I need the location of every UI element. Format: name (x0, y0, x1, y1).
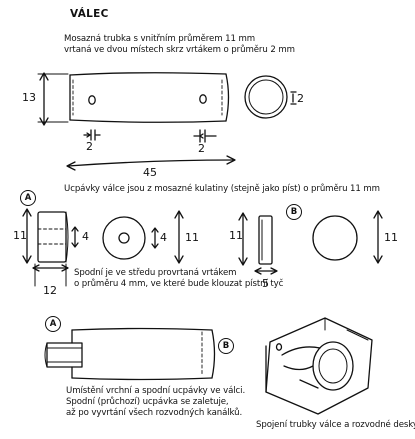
dim-hole-left-label: 2 (86, 140, 93, 153)
hole-left (88, 95, 96, 105)
plugs-description: Ucpávky válce jsou z mosazné kulatiny (s… (64, 184, 380, 194)
plug-a-side-view (37, 211, 69, 263)
dim-tube-length (66, 155, 236, 171)
tube-description-line-2: vrtaná ve dvou místech skrz vrtákem o pr… (64, 45, 295, 55)
dim-plug-a-height-label: 11 (13, 229, 27, 242)
dim-plug-a-outer-label: 11 (185, 231, 199, 244)
dim-plug-a-height (22, 208, 32, 264)
assembly-note-line-1: Umístění vrchní a spodní ucpávky ve válc… (66, 386, 246, 396)
dim-plug-b-width (254, 267, 278, 275)
tube-description-line-1: Mosazná trubka s vnitřním průměrem 11 mm (64, 34, 256, 44)
dim-plug-a-face (151, 227, 159, 249)
dim-plug-a-outer (174, 210, 184, 264)
dim-plug-b-outer-label: 11 (384, 231, 398, 244)
plug-b-front-view (312, 215, 358, 261)
dim-plug-b-height (238, 212, 248, 266)
dim-tube-length-label: 45 (143, 166, 157, 179)
dim-plug-a-face-label: 4 (160, 231, 167, 244)
marker-a-icon: A (20, 190, 36, 206)
dim-plug-b-height-label: 11 (229, 229, 243, 242)
dim-plug-a-length (32, 263, 69, 287)
tube-end-view (244, 75, 297, 119)
assembly-marker-b-icon: B (218, 338, 234, 354)
assembly-marker-a-icon: A (45, 316, 61, 332)
dim-plug-a-bore (71, 226, 79, 248)
dim-plug-b-width-label: 5 (262, 277, 269, 290)
joint-caption: Spojení trubky válce a rozvodné desky. (256, 420, 415, 430)
assembly-view (44, 327, 216, 381)
plug-b-side-view (258, 215, 273, 265)
assembly-note-line-3: až po vyvrtání všech rozvodných kanálků. (66, 408, 243, 418)
marker-b-icon: B (286, 204, 302, 220)
dim-tube-height (37, 72, 69, 126)
dim-tube-height-label: 13 (22, 91, 36, 104)
tube-side-view (69, 72, 230, 123)
dim-plug-b-outer (373, 210, 383, 264)
dim-hole-right (193, 129, 217, 143)
joint-3d-view (265, 317, 373, 415)
dim-plug-a-length-label: 12 (43, 284, 57, 297)
dim-wall-label: 2 (297, 92, 304, 105)
bottom-plug-note-line-1: Spodní je ve středu provrtaná vrtákem (74, 268, 237, 278)
dim-hole-left (83, 129, 101, 141)
assembly-note-line-2: Spodní (průchozí) ucpávka se zaletuje, (66, 397, 229, 407)
bottom-plug-note-line-2: o průměru 4 mm, ve které bude klouzat pí… (74, 279, 284, 289)
page-title: VÁLEC (70, 8, 109, 20)
dim-plug-a-bore-label: 4 (82, 230, 89, 243)
dim-hole-right-label: 2 (198, 142, 205, 155)
plug-a-front-view (102, 216, 146, 260)
hole-right (199, 94, 207, 104)
